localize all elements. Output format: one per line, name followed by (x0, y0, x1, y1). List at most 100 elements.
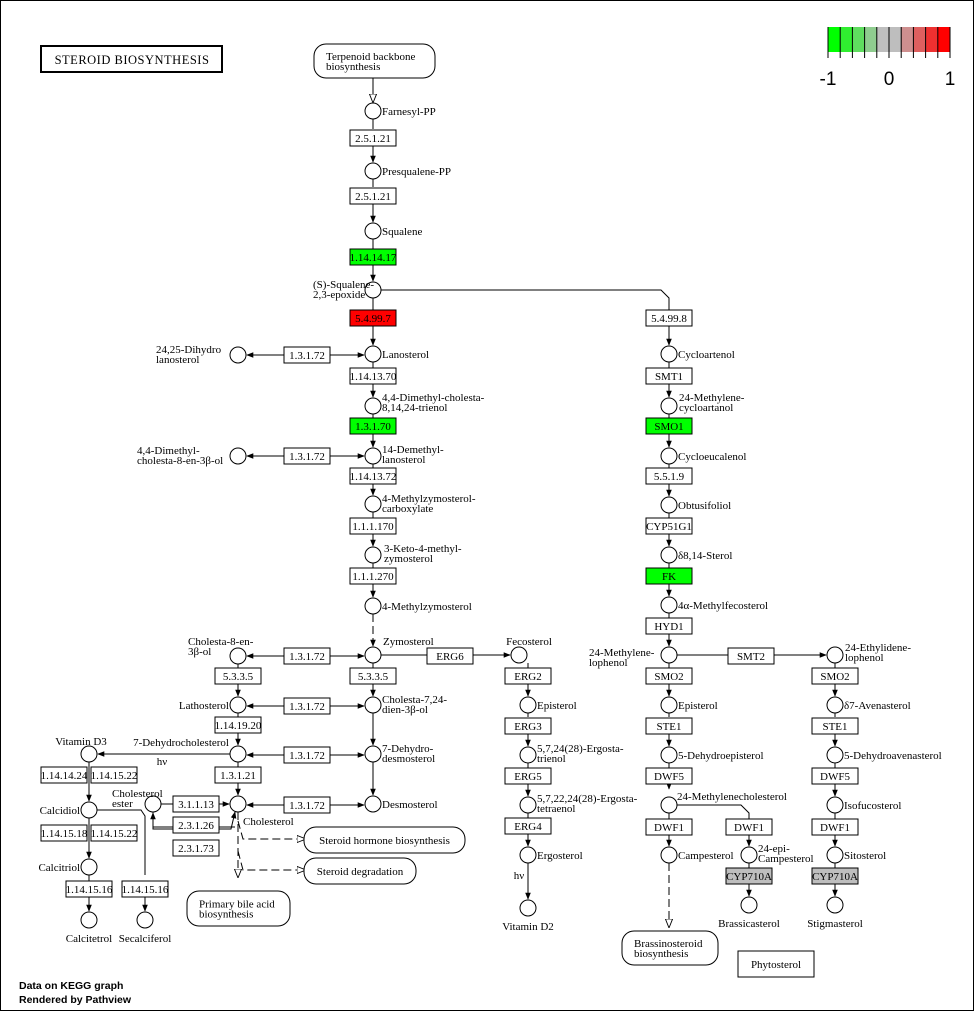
map-box[interactable] (303, 826, 466, 854)
enzyme-box[interactable] (349, 309, 397, 327)
enzyme-5-5-1-9[interactable]: 5.5.1.9 (645, 467, 693, 485)
enzyme-box[interactable] (349, 367, 397, 385)
compound-node[interactable] (229, 647, 247, 665)
compound-node[interactable] (144, 795, 162, 813)
compound-node[interactable] (826, 796, 844, 814)
enzyme-box[interactable] (283, 346, 331, 364)
compound-avenasterol[interactable]: δ7-Avenasterol (826, 696, 911, 714)
compound-methylzymosterol[interactable]: 4-Methylzymosterol (364, 597, 472, 615)
compound-ergostatetraenol[interactable] (519, 796, 537, 814)
enzyme-box[interactable] (40, 824, 88, 842)
compound-node[interactable] (364, 345, 382, 363)
compound-isofucosterol[interactable]: Isofucosterol (826, 796, 901, 814)
compound-node[interactable] (660, 596, 678, 614)
compound-cholesterol[interactable] (229, 795, 247, 813)
enzyme-box[interactable] (811, 667, 859, 685)
compound-methylfecosterol[interactable]: 4α-Methylfecosterol (660, 596, 768, 614)
enzyme-smo2[interactable]: SMO2 (811, 667, 859, 685)
map-link-steroid-degradation[interactable]: Steroid degradation (303, 857, 417, 885)
enzyme-1-14-13-72[interactable]: 1.14.13.72 (349, 467, 397, 485)
compound-methylenecholesterol[interactable] (660, 796, 678, 814)
enzyme-box[interactable] (90, 766, 138, 784)
compound-node[interactable] (364, 102, 382, 120)
enzyme-box[interactable] (645, 309, 693, 327)
compound-node[interactable] (229, 696, 247, 714)
compound-node[interactable] (229, 745, 247, 763)
enzyme-fk[interactable]: FK (645, 567, 693, 585)
compound-node[interactable] (826, 746, 844, 764)
compound-node[interactable] (660, 546, 678, 564)
enzyme-box[interactable] (504, 667, 552, 685)
enzyme-box[interactable] (504, 717, 552, 735)
enzyme-box[interactable] (172, 816, 220, 834)
enzyme-1-14-14-17[interactable]: 1.14.14.17 (349, 248, 397, 266)
compound-node[interactable] (364, 162, 382, 180)
compound-lathosterol[interactable]: Lathosterol (179, 696, 247, 714)
compound-episterol-y[interactable]: Episterol (519, 696, 577, 714)
enzyme-box[interactable] (172, 839, 220, 857)
enzyme-1-14-13-70[interactable]: 1.14.13.70 (349, 367, 397, 385)
compound-farnesyl-pp[interactable]: Farnesyl-PP (364, 102, 436, 120)
compound-node[interactable] (510, 646, 528, 664)
enzyme-box[interactable] (645, 617, 693, 635)
compound-demethyl-lanosterol[interactable] (364, 447, 382, 465)
enzyme-box[interactable] (283, 746, 331, 764)
enzyme-box[interactable] (349, 417, 397, 435)
compound-epi-campesterol[interactable] (740, 846, 758, 864)
enzyme-box[interactable] (40, 766, 88, 784)
compound-methylene-lophenol[interactable] (660, 646, 678, 664)
enzyme-box[interactable] (349, 248, 397, 266)
compound-desmosterol[interactable]: Desmosterol (364, 795, 438, 813)
enzyme-erg2[interactable]: ERG2 (504, 667, 552, 685)
enzyme-2-5-1-21[interactable]: 2.5.1.21 (349, 187, 397, 205)
compound-node[interactable] (660, 746, 678, 764)
compound-vitamin-d2[interactable]: Vitamin D2 (502, 899, 554, 933)
enzyme-box[interactable] (811, 767, 859, 785)
enzyme-erg5[interactable]: ERG5 (504, 767, 552, 785)
enzyme-box[interactable] (349, 467, 397, 485)
enzyme-box[interactable] (645, 467, 693, 485)
compound-zymosterol[interactable] (364, 646, 382, 664)
enzyme-5-3-3-5[interactable]: 5.3.3.5 (214, 667, 262, 685)
compound-node[interactable] (364, 646, 382, 664)
enzyme-box[interactable] (426, 647, 474, 665)
compound-node[interactable] (364, 795, 382, 813)
enzyme-ste1[interactable]: STE1 (645, 717, 693, 735)
enzyme-smo2[interactable]: SMO2 (645, 667, 693, 685)
enzyme-box[interactable] (504, 817, 552, 835)
enzyme-1-1-1-170[interactable]: 1.1.1.170 (349, 517, 397, 535)
compound-sitosterol[interactable]: Sitosterol (826, 846, 886, 864)
compound-cycloartenol[interactable]: Cycloartenol (660, 345, 735, 363)
map-link-steroid-hormone[interactable]: Steroid hormone biosynthesis (303, 826, 466, 854)
enzyme-box[interactable] (283, 447, 331, 465)
enzyme-dwf5[interactable]: DWF5 (811, 767, 859, 785)
compound-node[interactable] (364, 696, 382, 714)
compound-node[interactable] (740, 846, 758, 864)
enzyme-box[interactable] (214, 766, 262, 784)
compound-node[interactable] (826, 896, 844, 914)
enzyme-smt2[interactable]: SMT2 (727, 647, 775, 665)
enzyme-1-3-1-72[interactable]: 1.3.1.72 (283, 697, 331, 715)
enzyme-2-3-1-26[interactable]: 2.3.1.26 (172, 816, 220, 834)
compound-node[interactable] (519, 696, 537, 714)
enzyme-box[interactable] (727, 647, 775, 665)
enzyme-box[interactable] (645, 717, 693, 735)
enzyme-box[interactable] (283, 796, 331, 814)
compound-cycloeucalenol[interactable]: Cycloeucalenol (660, 447, 746, 465)
compound-node[interactable] (364, 597, 382, 615)
enzyme-box[interactable] (65, 880, 113, 898)
map-box[interactable] (186, 890, 291, 927)
compound-node[interactable] (364, 745, 382, 763)
compound-dimethyl-cholesta-trienol[interactable] (364, 397, 382, 415)
compound-vitamin-d3[interactable] (80, 745, 98, 763)
compound-node[interactable] (519, 746, 537, 764)
enzyme-box[interactable] (725, 867, 773, 885)
enzyme-cyp710a[interactable]: CYP710A (725, 867, 773, 885)
enzyme-box[interactable] (811, 818, 859, 836)
compound-node[interactable] (519, 899, 537, 917)
enzyme-5-4-99-8[interactable]: 5.4.99.8 (645, 309, 693, 327)
compound-fecosterol[interactable] (510, 646, 528, 664)
compound-ergostatrienol[interactable] (519, 746, 537, 764)
